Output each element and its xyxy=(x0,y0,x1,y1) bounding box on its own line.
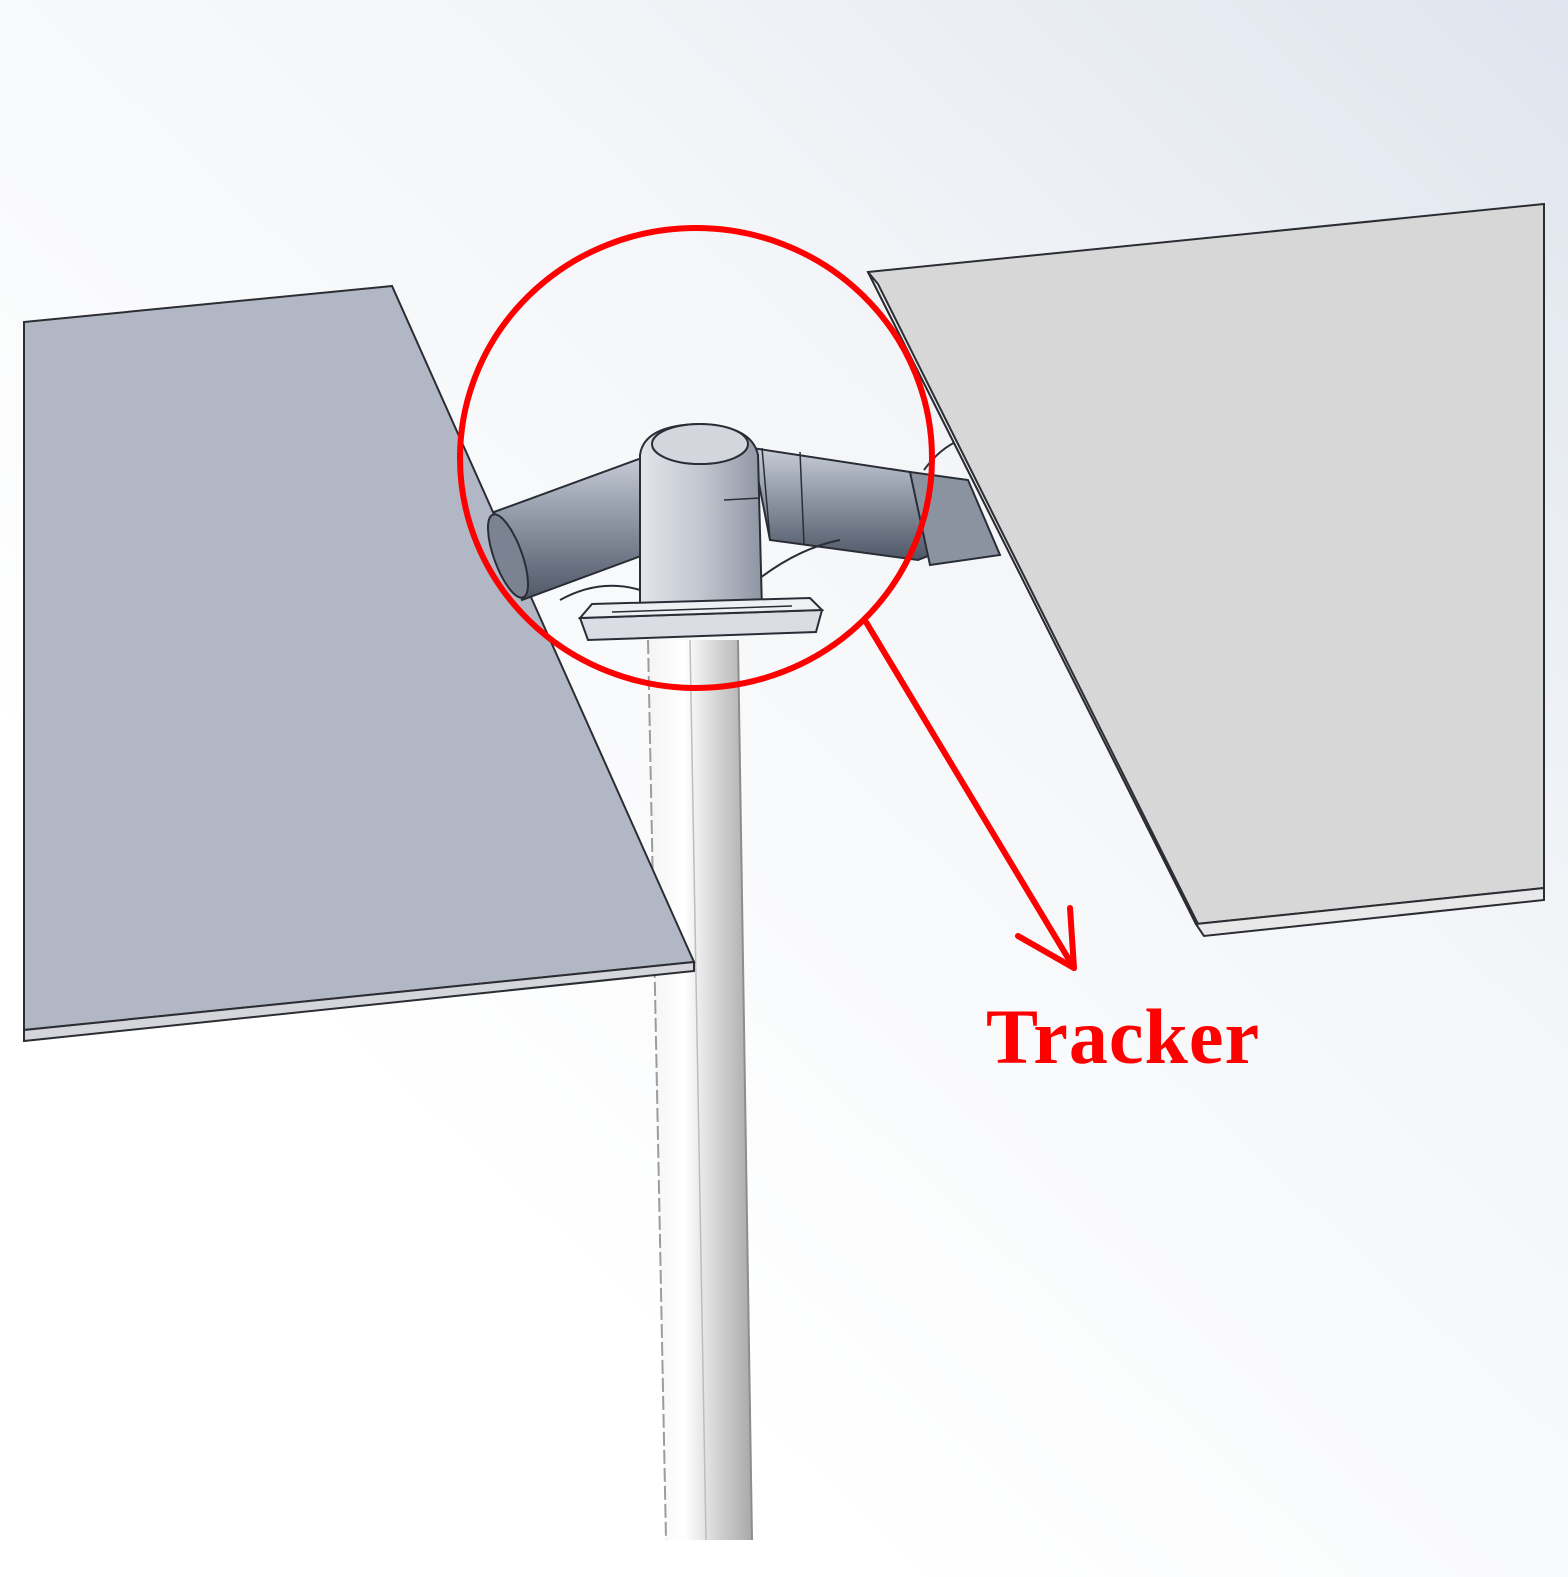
highlight-circle xyxy=(457,225,935,691)
pole xyxy=(647,639,753,1541)
tracker-label: Tracker xyxy=(986,993,1261,1080)
tracker-joint xyxy=(487,422,1002,642)
right-solar-panel xyxy=(866,202,1545,938)
left-solar-panel xyxy=(23,284,696,1043)
callout-arrow xyxy=(863,619,1077,971)
